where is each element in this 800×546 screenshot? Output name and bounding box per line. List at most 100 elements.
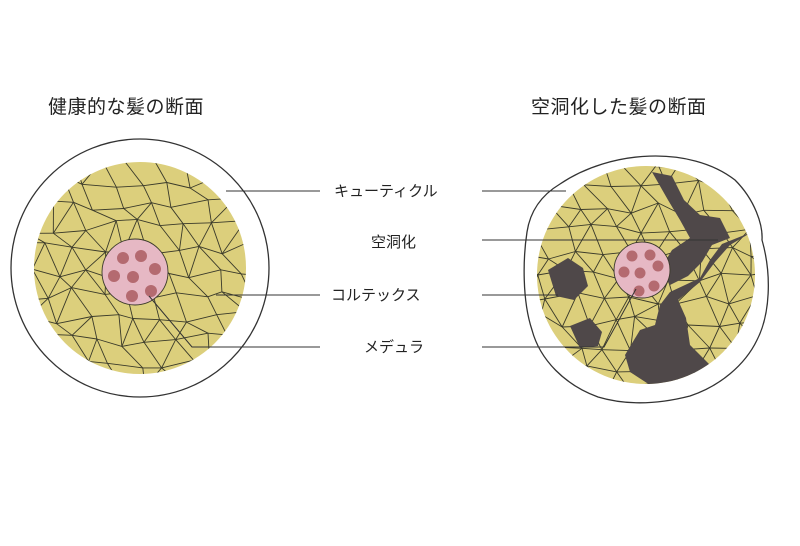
cortex-cell-edge <box>537 298 545 303</box>
cortex-cell-edge <box>583 136 604 163</box>
cortex-cell-edge <box>662 141 690 145</box>
cortex-cell-edge <box>601 349 631 352</box>
cortex-cell-edge <box>121 341 145 347</box>
cortex-cell-edge <box>34 242 46 270</box>
cortex-cell-edge <box>71 246 87 271</box>
cortex-cell-edge <box>745 136 764 156</box>
cortex-cell-edge <box>640 202 659 234</box>
cortex-cell-edge <box>537 166 548 169</box>
cortex-cell-edge <box>47 298 58 324</box>
cortex-cell-edge <box>149 162 168 183</box>
cortex-cell-edge <box>604 296 629 299</box>
cortex-cell-edge <box>253 342 275 346</box>
cortex-cell-edge <box>28 131 66 135</box>
cortex-cell-edge <box>142 367 146 374</box>
cortex-cell-edge <box>88 360 108 364</box>
cortex-cell-edge <box>728 295 755 305</box>
cortex-cell-edge <box>610 185 642 187</box>
cortex-cell-edge <box>123 202 152 209</box>
cortex-cell-edge <box>56 323 73 336</box>
cortex-cell-edge <box>509 231 517 253</box>
cortex-cell-edge <box>640 166 658 187</box>
cortex-cell-edge <box>17 379 44 382</box>
cortex-cell-edge <box>47 276 61 299</box>
cortex-cell-edge <box>732 247 752 257</box>
cortex-cell-edge <box>53 230 86 234</box>
cortex-cell-edge <box>565 136 583 143</box>
cortex-cell-edge <box>541 367 556 384</box>
cortex-cell-edge <box>56 316 92 325</box>
cortex-cell-edge <box>183 222 212 225</box>
cortex-cell-edge <box>188 246 200 278</box>
cortex-cell-edge <box>198 222 212 247</box>
cortex-cell-edge <box>221 253 242 275</box>
cortex-cell-edge <box>46 131 66 154</box>
cortex-cell-edge <box>34 339 35 359</box>
healthy-hair-title: 健康的な髪の断面 <box>48 96 205 118</box>
cortex-cell-edge <box>160 223 184 227</box>
cortex-cell-edge <box>765 344 789 347</box>
cortex-cell-edge <box>7 177 30 180</box>
cortex-cell-edge <box>48 287 72 299</box>
cortex-cell-edge <box>71 269 87 288</box>
cortex-cell-edge <box>575 251 604 256</box>
cortex-cell-edge <box>71 287 93 317</box>
cortex-cell-edge <box>506 342 520 362</box>
cortex-cell-edge <box>71 287 106 295</box>
cortex-cell-edge <box>583 136 621 145</box>
cortex-cell-edge <box>179 245 200 251</box>
cortex-cell-edge <box>709 326 721 349</box>
cortex-cell-edge <box>615 296 630 320</box>
cortex-cell-edge <box>91 314 119 317</box>
cortex-cell-edge <box>601 349 618 373</box>
cortex-cell-edge <box>537 258 549 276</box>
cortex-cell-edge <box>719 303 730 327</box>
cortex-cell-edge <box>590 208 608 225</box>
cortex-cell-edge <box>565 142 575 157</box>
cortex-cell-edge <box>547 166 575 167</box>
cortex-cell-edge <box>91 316 98 340</box>
cortex-cell-edge <box>729 381 753 384</box>
cortex-label: コルテックス <box>331 286 421 304</box>
cortex-cell-edge <box>510 320 521 342</box>
cortex-cell-edge <box>236 364 246 369</box>
cortex-cell-edge <box>153 292 177 299</box>
cortex-cell-edge <box>507 275 525 302</box>
cortex-cell-edge <box>690 137 722 142</box>
cortex-cell-edge <box>568 226 576 252</box>
cortex-cell-edge <box>163 132 191 133</box>
cortex-cell-edge <box>72 334 97 340</box>
cortex-cell-edge <box>107 362 143 369</box>
cortex-cell-edge <box>687 324 720 327</box>
cortex-cell-edge <box>750 274 755 296</box>
cortex-cell-edge <box>739 185 755 189</box>
cortex-cell-edge <box>537 253 549 260</box>
cortex-cell-edge <box>17 163 30 176</box>
cortex-cell-edge <box>161 359 194 369</box>
cortex-cell-edge <box>92 209 117 222</box>
cortex-cell-edge <box>636 137 663 145</box>
cortex-cell-edge <box>175 339 194 361</box>
cortex-cell-edge <box>71 246 106 253</box>
cortex-cell-edge <box>515 184 526 204</box>
cortex-cell-edge <box>73 202 87 231</box>
cortex-cell-edge <box>169 273 189 279</box>
cortex-cell-edge <box>271 277 282 289</box>
cortex-cell-edge <box>634 303 659 317</box>
cortex-cell-edge <box>581 348 588 367</box>
hollow-hair-title: 空洞化した髪の断面 <box>531 96 707 118</box>
cortex-cell-edge <box>14 135 28 143</box>
cortex-cell-edge <box>607 208 617 227</box>
cortex-cell-edge <box>151 202 172 208</box>
cortex-cell-edge <box>143 339 176 343</box>
cortex-cell-edge <box>742 360 755 366</box>
cortex-cell-edge <box>581 347 602 351</box>
cortex-cell-edge <box>166 182 191 189</box>
cortex-cell-edge <box>143 319 160 343</box>
cortex-cell-edge <box>123 208 138 220</box>
cortex-cell-edge <box>755 201 785 213</box>
cortex-cell-edge <box>207 291 223 298</box>
cortex-cell-edge <box>17 135 28 164</box>
cortex-cell-edge <box>630 213 642 234</box>
